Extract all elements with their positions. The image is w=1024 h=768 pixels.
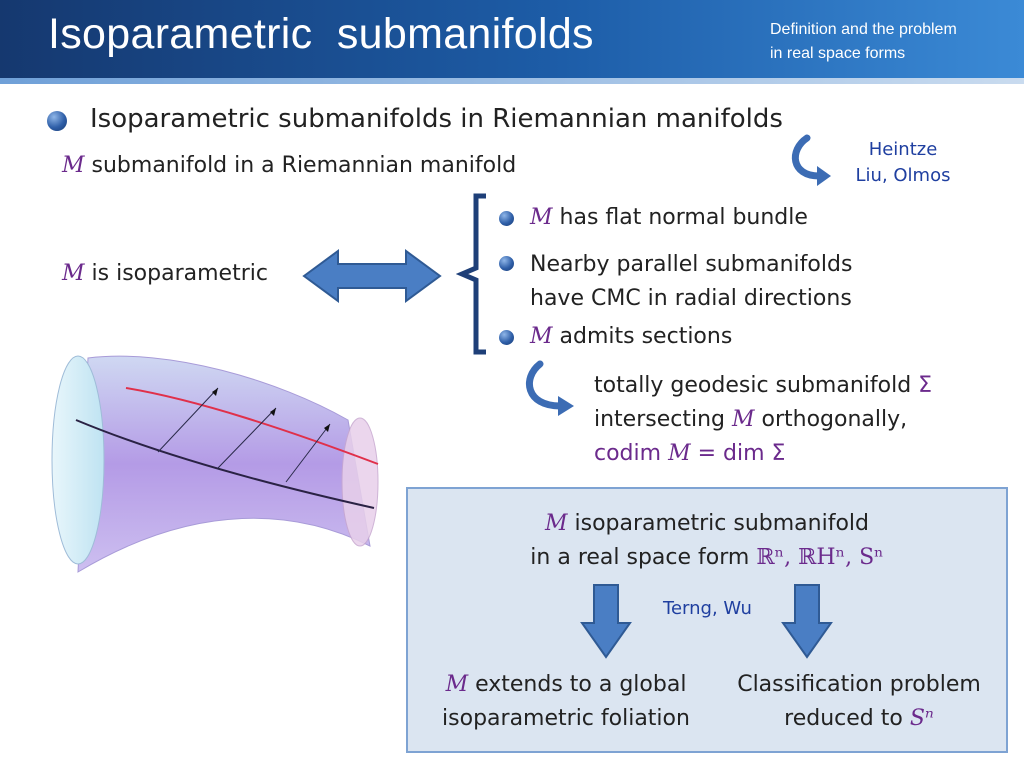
condition-sections: M admits sections — [530, 324, 732, 349]
brace-icon — [456, 193, 486, 355]
subtitle-line-2: in real space forms — [770, 45, 906, 62]
title-bar — [0, 0, 1024, 78]
math-symbol: M — [732, 407, 755, 432]
condition-line-2: have CMC in radial directions — [530, 286, 852, 311]
box-line-2: in a real space form ℝⁿ, ℝHⁿ, Sⁿ — [406, 541, 1008, 575]
reference-heintze: Heintze Liu, Olmos — [838, 137, 968, 189]
slide-subtitle: Definition and the problem in real space… — [770, 18, 957, 66]
math-symbol: M — [530, 324, 553, 349]
section-text: intersecting — [594, 407, 732, 432]
section-line-1: totally geodesic submanifold Σ — [594, 369, 932, 403]
section-text: totally geodesic submanifold — [594, 373, 919, 398]
codim-text: codim — [594, 441, 669, 466]
conclusion-classification: Classification problem reduced to Sⁿ — [718, 668, 1000, 736]
math-symbol: M — [668, 441, 691, 466]
main-heading: Isoparametric submanifolds in Riemannian… — [90, 104, 783, 134]
down-arrow-icon — [580, 584, 632, 659]
space-forms: ℝⁿ, ℝHⁿ, Sⁿ — [756, 545, 884, 570]
slide-title: Isoparametric submanifolds — [48, 10, 594, 58]
curved-arrow-icon — [525, 360, 574, 416]
sigma-symbol: Σ — [918, 373, 933, 398]
title-underline — [0, 78, 1024, 84]
condition-line-1: Nearby parallel submanifolds — [530, 252, 853, 277]
reference-line-2: Liu, Olmos — [855, 165, 951, 186]
conclusion-line-1: Classification problem — [737, 672, 981, 697]
tube-illustration — [51, 355, 379, 573]
conclusion-text: extends to a global — [468, 672, 687, 697]
dim-text: = dim — [690, 441, 772, 466]
reference-terng-wu: Terng, Wu — [663, 598, 752, 619]
bullet-icon — [499, 256, 514, 271]
section-text: orthogonally, — [754, 407, 908, 432]
conclusion-line-2: reduced to Sⁿ — [718, 702, 1000, 736]
conclusion-text: reduced to — [784, 706, 910, 731]
reference-line-1: Heintze — [868, 139, 938, 160]
intro-text: M submanifold in a Riemannian manifold — [62, 153, 516, 178]
condition-cmc: Nearby parallel submanifolds have CMC in… — [530, 248, 852, 316]
math-symbol: M — [530, 205, 553, 230]
section-line-3: codim M = dim Σ — [594, 437, 932, 471]
sigma-symbol: Σ — [771, 441, 786, 466]
section-line-2: intersecting M orthogonally, — [594, 403, 932, 437]
bullet-icon — [499, 211, 514, 226]
intro-text-body: submanifold in a Riemannian manifold — [84, 153, 517, 178]
isoparametric-label: M is isoparametric — [62, 261, 268, 286]
bullet-icon — [47, 111, 67, 131]
conclusion-line-2: isoparametric foliation — [442, 706, 690, 731]
isoparametric-text: is isoparametric — [84, 261, 268, 286]
box-text: isoparametric submanifold — [567, 511, 869, 536]
subtitle-line-1: Definition and the problem — [770, 21, 957, 38]
curved-arrow-icon — [791, 134, 831, 186]
section-definition: totally geodesic submanifold Σ intersect… — [594, 369, 932, 471]
conclusion-foliation: M extends to a global isoparametric foli… — [418, 668, 714, 736]
math-symbol: M — [62, 261, 85, 286]
math-symbol: M — [545, 511, 568, 536]
condition-text: admits sections — [552, 324, 733, 349]
double-arrow-icon — [302, 249, 442, 303]
math-symbol: M — [62, 153, 85, 178]
math-symbol: M — [445, 672, 469, 697]
box-text: in a real space form — [530, 545, 757, 570]
condition-flat-normal: M has flat normal bundle — [530, 205, 808, 230]
real-space-form-panel — [406, 487, 1008, 753]
down-arrow-icon — [781, 584, 833, 659]
condition-text: has flat normal bundle — [552, 205, 808, 230]
math-symbol: Sⁿ — [909, 706, 934, 731]
bullet-icon — [499, 330, 514, 345]
box-header: M isoparametric submanifold in a real sp… — [406, 507, 1008, 575]
box-line-1: M isoparametric submanifold — [406, 507, 1008, 541]
conclusion-line-1: M extends to a global — [418, 668, 714, 702]
